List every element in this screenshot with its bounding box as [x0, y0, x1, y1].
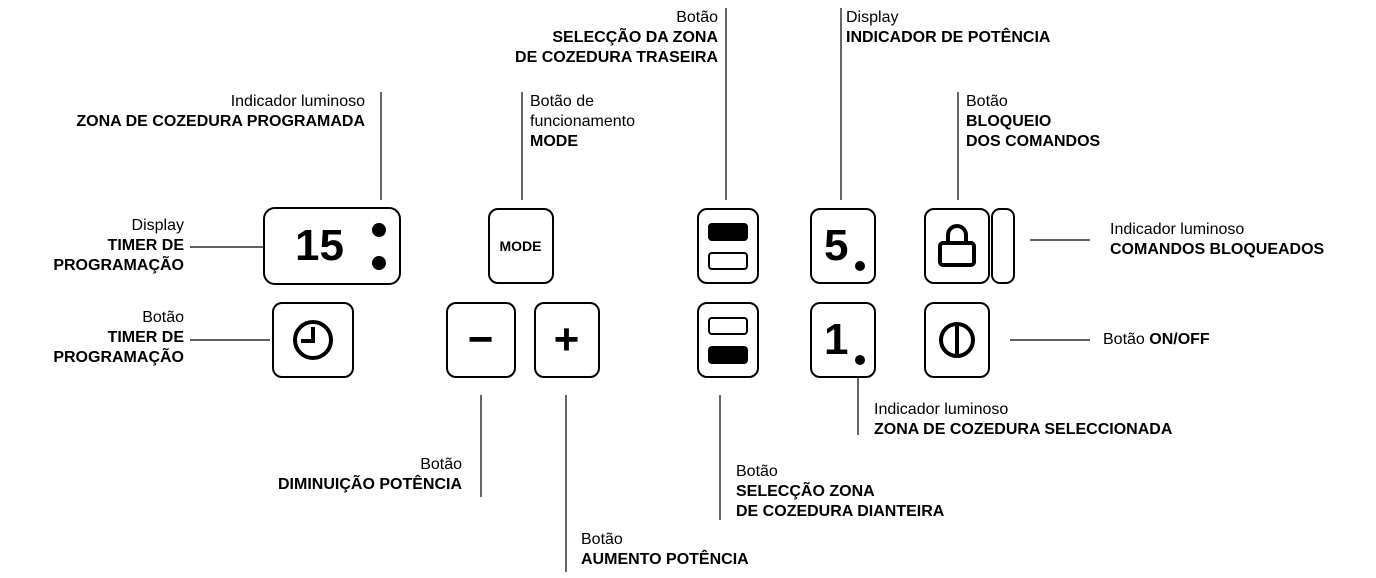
- label-display-power: Display INDICADOR DE POTÊNCIA: [846, 9, 1051, 46]
- label-button-lock: Botão BLOQUEIO DOS COMANDOS: [966, 93, 1101, 150]
- mode-button-label: MODE: [499, 238, 542, 254]
- label-button-mode: Botão de funcionamento MODE: [530, 93, 635, 150]
- label-led-programmed-zone: Indicador luminoso ZONA DE COZEDURA PROG…: [76, 93, 365, 130]
- onoff-button[interactable]: [924, 302, 990, 378]
- timer-display-value: 15: [295, 221, 344, 270]
- power-icon: [939, 322, 975, 358]
- rear-zone-indicator-active: [708, 223, 748, 241]
- label-led-locked: Indicador luminoso COMANDOS BLOQUEADOS: [1110, 221, 1325, 258]
- label-button-onoff: Botão ON/OFF: [1103, 331, 1210, 348]
- plus-icon: +: [553, 315, 580, 364]
- power-display-front: 1: [810, 302, 876, 378]
- lock-icon: [938, 224, 976, 267]
- power-display-front-value: 1: [824, 315, 849, 364]
- lock-button[interactable]: [924, 208, 990, 284]
- clock-icon: [293, 320, 333, 360]
- power-display-rear: 5: [810, 208, 876, 284]
- power-display-front-dot: [855, 355, 865, 365]
- label-button-rear-zone: Botão SELECÇÃO DA ZONA DE COZEDURA TRASE…: [515, 9, 718, 66]
- mode-button[interactable]: MODE: [488, 208, 554, 284]
- label-button-decrease: Botão DIMINUIÇÃO POTÊNCIA: [278, 456, 462, 493]
- label-button-front-zone: Botão SELECÇÃO ZONA DE COZEDURA DIANTEIR…: [736, 463, 945, 520]
- front-zone-indicator-inactive: [708, 317, 748, 335]
- label-led-selected-zone: Indicador luminoso ZONA DE COZEDURA SELE…: [874, 401, 1173, 438]
- label-button-timer: Botão TIMER DE PROGRAMAÇÃO: [53, 309, 184, 366]
- timer-display: 15: [263, 207, 401, 285]
- front-zone-select-button[interactable]: [697, 302, 759, 378]
- rear-zone-indicator-inactive: [708, 252, 748, 270]
- increase-power-button[interactable]: +: [534, 302, 600, 378]
- power-display-rear-dot: [855, 261, 865, 271]
- decrease-power-button[interactable]: −: [446, 302, 516, 378]
- minus-icon: −: [467, 315, 494, 364]
- led-programmed-zone-upper: [372, 223, 386, 237]
- led-commands-locked: [991, 208, 1015, 284]
- timer-button[interactable]: [272, 302, 354, 378]
- label-display-timer: Display TIMER DE PROGRAMAÇÃO: [53, 217, 184, 274]
- rear-zone-select-button[interactable]: [697, 208, 759, 284]
- label-button-increase: Botão AUMENTO POTÊNCIA: [581, 531, 749, 568]
- front-zone-indicator-active: [708, 346, 748, 364]
- power-display-rear-value: 5: [824, 221, 849, 270]
- led-programmed-zone-lower: [372, 256, 386, 270]
